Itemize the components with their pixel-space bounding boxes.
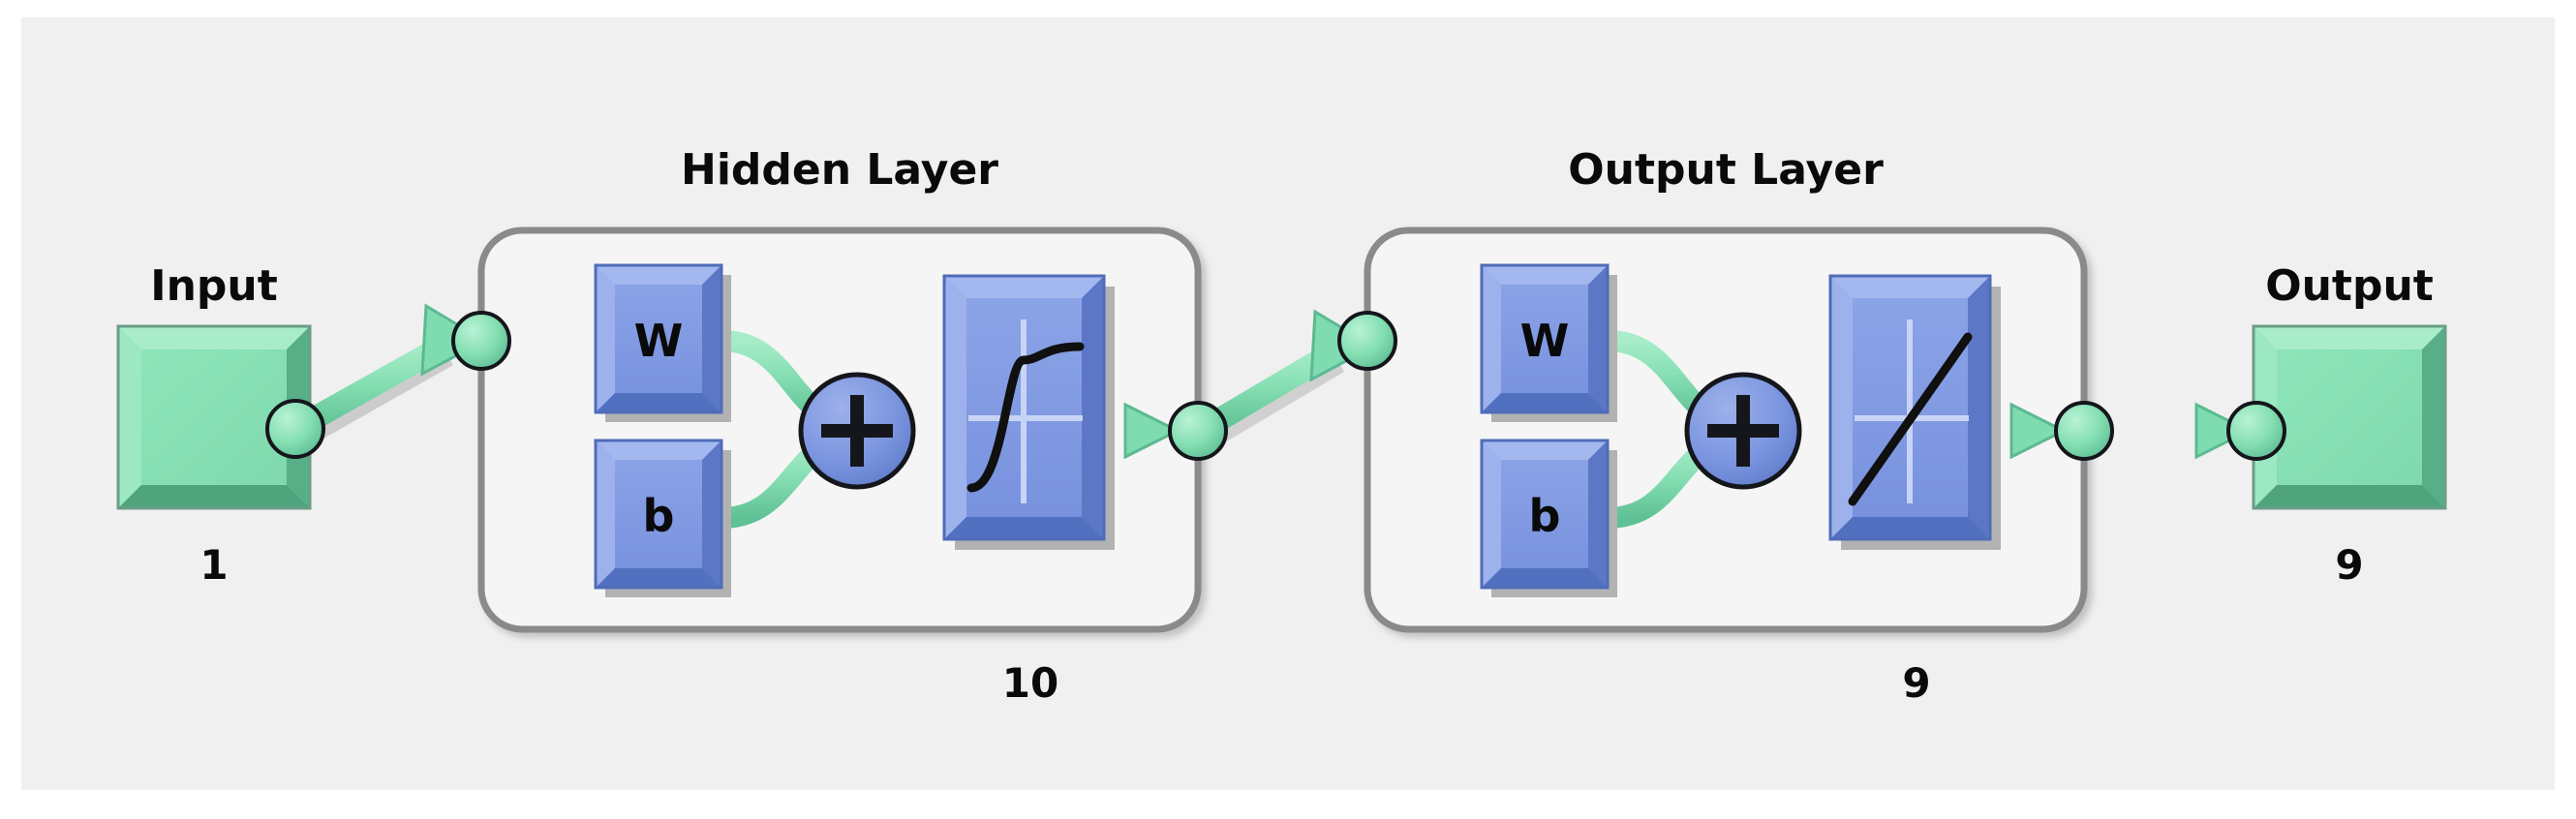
block-bottom-bevel (596, 393, 721, 412)
hidden-layer-title: Hidden Layer (681, 145, 998, 195)
hidden-layer-input-node[interactable] (451, 311, 511, 371)
output-count-label: 9 (2335, 541, 2363, 589)
node-circle (1168, 401, 1228, 461)
diagram-panel (21, 17, 2555, 790)
output-layer-input-node[interactable] (1337, 311, 1397, 371)
block-left-bevel (1482, 440, 1501, 588)
block-face (1482, 440, 1608, 588)
input-block-bottom-bevel (118, 485, 310, 508)
node-circle (2226, 401, 2286, 461)
block-outline (1480, 439, 1610, 590)
output-block[interactable] (2252, 324, 2447, 510)
block-top-bevel (944, 276, 1104, 298)
plus-icon (821, 395, 893, 467)
arrowhead-icon (2009, 402, 2068, 460)
output-weight-label: W (1520, 315, 1570, 367)
block-outline (594, 263, 723, 414)
output-bias-label: b (1529, 490, 1561, 542)
block-left-bevel (1482, 265, 1501, 412)
hidden-sum-node[interactable] (798, 372, 916, 490)
node-circle (1337, 311, 1397, 371)
output-block-face (2254, 326, 2445, 508)
input-block-top-bevel (118, 326, 310, 349)
block-outline (1480, 263, 1610, 414)
output-layer-title: Output Layer (1568, 145, 1884, 195)
hidden-layer-count-label: 10 (1002, 659, 1058, 707)
block-top-bevel (1482, 440, 1608, 460)
block-bottom-bevel (1482, 568, 1608, 588)
hidden-bias-block[interactable]: b (594, 439, 731, 597)
hidden-weight-block[interactable]: W (594, 263, 731, 422)
block-top-bevel (1830, 276, 1990, 298)
arrowhead-icon (1123, 402, 1181, 460)
block-bottom-bevel (1830, 517, 1990, 539)
block-right-bevel (1588, 265, 1608, 412)
block-right-bevel (1082, 276, 1104, 539)
output-label: Output (2265, 261, 2434, 311)
hidden-layer-output-node[interactable] (1168, 401, 1228, 461)
block-bottom-bevel (1482, 393, 1608, 412)
output-weight-block[interactable]: W (1480, 263, 1617, 422)
block-left-bevel (596, 265, 615, 412)
block-top-bevel (596, 440, 721, 460)
block-outline (594, 439, 723, 590)
block-face (596, 265, 721, 412)
block-left-bevel (944, 276, 966, 539)
node-circle (451, 311, 511, 371)
linear-icon (1848, 332, 1973, 506)
block-face (1482, 265, 1608, 412)
output-layer-count-label: 9 (1902, 659, 1930, 707)
sigmoid-icon (966, 342, 1085, 493)
output-transfer-block[interactable] (1828, 274, 2001, 550)
block-left-bevel (596, 440, 615, 588)
block-outline (942, 274, 1106, 541)
hidden-bias-label: b (643, 490, 675, 542)
block-right-bevel (1968, 276, 1990, 539)
output-block-input-node[interactable] (2226, 401, 2286, 461)
input-label: Input (150, 261, 278, 311)
hidden-transfer-block[interactable] (942, 274, 1115, 550)
output-bias-block[interactable]: b (1480, 439, 1617, 597)
block-top-bevel (596, 265, 721, 285)
node-circle (2054, 401, 2114, 461)
input-block-left-bevel (118, 326, 141, 508)
arrowhead-icon (2194, 402, 2253, 460)
block-left-bevel (1830, 276, 1853, 539)
block-top-bevel (1482, 265, 1608, 285)
block-right-bevel (1588, 440, 1608, 588)
block-bottom-bevel (944, 517, 1104, 539)
node-circle (265, 399, 325, 459)
block-outline (1828, 274, 1992, 541)
hidden-weight-label: W (634, 315, 684, 367)
input-count-label: 1 (199, 541, 228, 589)
block-face (596, 440, 721, 588)
block-right-bevel (702, 440, 721, 588)
input-block-face (118, 326, 310, 508)
input-output-node[interactable] (265, 399, 325, 459)
output-layer-output-node[interactable] (2054, 401, 2114, 461)
output-sum-node[interactable] (1684, 372, 1802, 490)
block-bottom-bevel (596, 568, 721, 588)
output-block-right-bevel (2422, 326, 2445, 508)
block-right-bevel (702, 265, 721, 412)
output-block-bottom-bevel (2254, 485, 2445, 508)
output-block-top-bevel (2254, 326, 2445, 349)
plus-icon (1707, 395, 1779, 467)
